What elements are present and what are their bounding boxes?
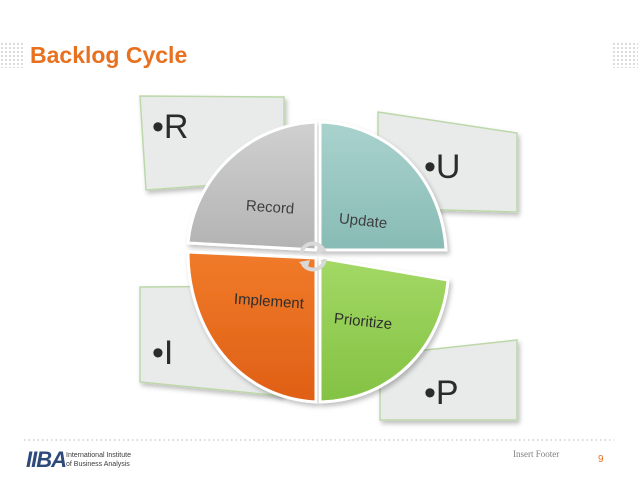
segment-implement-label: Implement (233, 291, 305, 313)
card-u-label: •U (424, 148, 460, 186)
segment-update-label: Update (338, 210, 388, 232)
iiba-logo-mark: IIBA (26, 447, 67, 472)
segment-record (186, 120, 318, 252)
card-p-label: •P (424, 374, 459, 412)
segment-implement (186, 250, 318, 404)
segment-prioritize (318, 256, 450, 404)
header-dot-pattern (0, 42, 24, 68)
header-dot-pattern-right (612, 42, 638, 68)
card-r-label: •R (152, 108, 188, 146)
card-i-label: •I (152, 334, 173, 372)
segment-prioritize-label: Prioritize (333, 310, 393, 333)
slide-title: Backlog Cycle (30, 42, 188, 68)
iiba-logo-line2: of Business Analysis (66, 461, 130, 468)
segment-record-label: Record (245, 197, 294, 217)
page-number: 9 (598, 454, 604, 465)
segment-update (318, 120, 448, 252)
footer-text: Insert Footer (513, 449, 560, 459)
iiba-logo-line1: International Institute (66, 452, 131, 459)
cycle-arrows-icon (299, 241, 327, 272)
